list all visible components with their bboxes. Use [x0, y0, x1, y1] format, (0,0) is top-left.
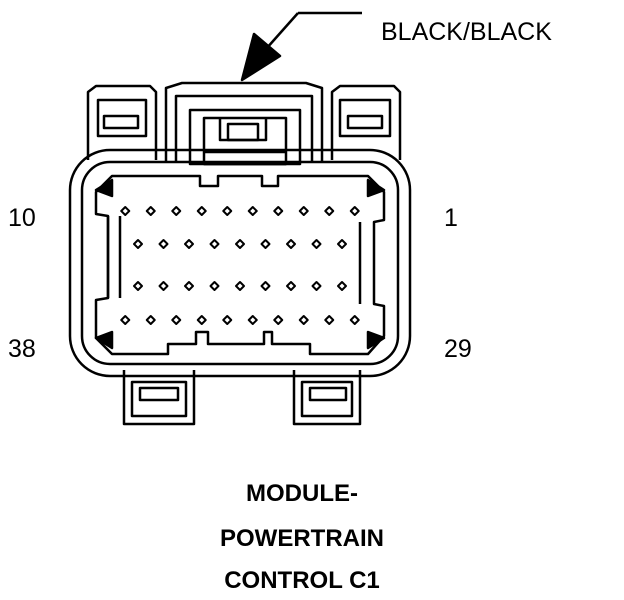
corner-key-tl [94, 178, 114, 198]
callout-label: BLACK/BLACK [381, 18, 552, 46]
pin-cavity-marker [311, 281, 322, 291]
pin-cavity-marker [145, 315, 156, 325]
pin-label-bottom-left: 38 [8, 335, 36, 363]
pin-label-top-left: 10 [8, 204, 36, 232]
corner-key-bl [94, 330, 114, 350]
pin-cavity-marker [196, 206, 207, 216]
pin-cavity-marker [349, 315, 360, 325]
callout-arrow [240, 11, 362, 82]
pin-cavity-marker [222, 315, 233, 325]
corner-key-tr [366, 178, 386, 198]
pin-cavity-marker [171, 206, 182, 216]
corner-key-br [366, 330, 386, 350]
top-latch [164, 81, 324, 166]
pin-cavity-marker [247, 206, 258, 216]
pin-cavity-marker [158, 239, 169, 249]
pin-cavity [94, 174, 386, 356]
pin-cavity-marker [235, 239, 245, 249]
pin-cavity-marker [273, 315, 284, 325]
pin-cavity-marker [337, 239, 347, 249]
pin-cavity-marker [145, 206, 156, 216]
pin-grid [120, 206, 360, 325]
pin-cavity-marker [209, 239, 220, 249]
bottom-left-ear [122, 370, 196, 426]
top-left-ear [86, 84, 158, 160]
pin-cavity-marker [260, 239, 271, 249]
pin-label-top-right: 1 [444, 204, 458, 232]
pin-cavity-marker [171, 315, 182, 325]
connector-shell-outer [68, 148, 412, 378]
pin-cavity-marker [184, 281, 194, 291]
title-line-1: MODULE- [246, 480, 358, 507]
pin-cavity-marker [298, 315, 309, 325]
pin-cavity-marker [133, 239, 143, 249]
pin-cavity-marker [209, 281, 220, 291]
pin-label-bottom-right: 29 [444, 335, 472, 363]
pin-cavity-marker [349, 206, 360, 216]
pin-cavity-marker [235, 281, 245, 291]
top-right-ear [330, 84, 402, 160]
pin-cavity-marker [324, 315, 335, 325]
bottom-right-ear [292, 370, 362, 426]
pin-cavity-marker [120, 315, 131, 325]
pin-cavity-marker [311, 239, 322, 249]
pin-cavity-marker [196, 315, 207, 325]
pin-cavity-marker [133, 281, 143, 291]
pin-cavity-marker [337, 281, 347, 291]
pin-cavity-marker [120, 206, 131, 216]
pin-cavity-marker [286, 239, 296, 249]
title-line-3: CONTROL C1 [224, 567, 380, 594]
pin-cavity-marker [298, 206, 309, 216]
pin-cavity-marker [222, 206, 233, 216]
pin-cavity-marker [184, 239, 194, 249]
connector-shell-inner [80, 160, 400, 366]
pin-cavity-marker [158, 281, 169, 291]
pin-cavity-marker [273, 206, 284, 216]
pin-cavity-marker [260, 281, 271, 291]
pin-cavity-marker [324, 206, 335, 216]
pin-cavity-marker [286, 281, 296, 291]
title-line-2: POWERTRAIN [220, 525, 384, 552]
pin-cavity-marker [247, 315, 258, 325]
